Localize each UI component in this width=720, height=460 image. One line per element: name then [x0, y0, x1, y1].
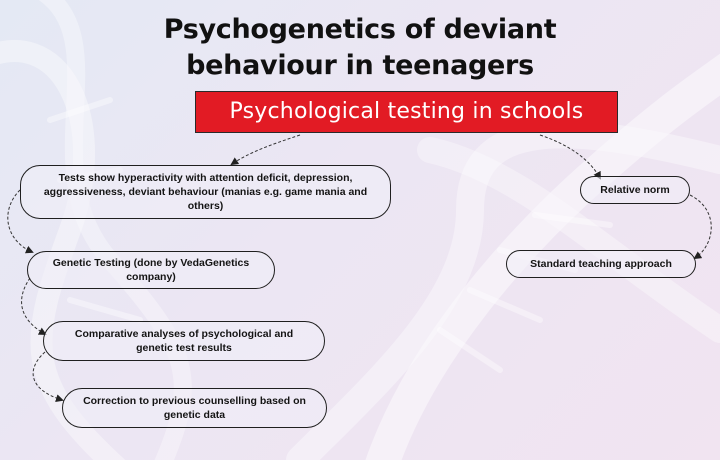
title-line-1: Psychogenetics of deviant	[163, 14, 557, 45]
node-comparative-analyses: Comparative analyses of psychological an…	[43, 321, 325, 361]
node-relative-norm: Relative norm	[580, 176, 690, 204]
title-line-2: behaviour in teenagers	[186, 50, 534, 81]
node-correction: Correction to previous counselling based…	[62, 388, 327, 428]
node-tests-results: Tests show hyperactivity with attention …	[20, 165, 391, 219]
node-genetic-testing: Genetic Testing (done by VedaGenetics co…	[27, 251, 275, 289]
page-title: Psychogenetics of deviant behaviour in t…	[150, 12, 570, 84]
node-standard-teaching: Standard teaching approach	[506, 250, 696, 278]
banner-psychological-testing: Psychological testing in schools	[195, 91, 618, 133]
